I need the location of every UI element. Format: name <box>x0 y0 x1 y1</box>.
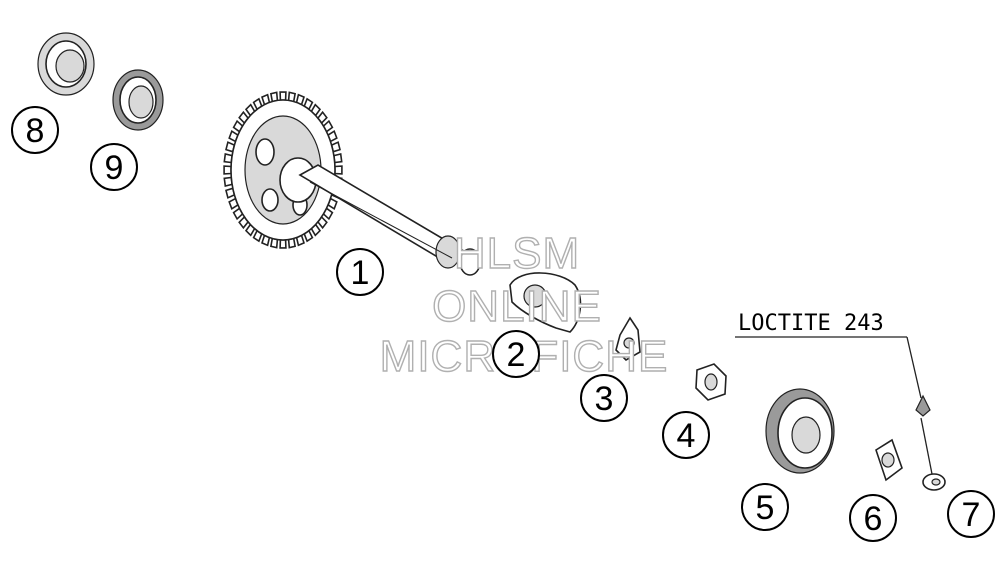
callout-1-label: 1 <box>351 254 370 292</box>
callout-1[interactable]: 1 <box>336 248 384 296</box>
watermark-line-2: ONLINE <box>432 282 602 331</box>
callout-6[interactable]: 6 <box>849 494 897 542</box>
callout-7-label: 7 <box>962 496 981 534</box>
callout-6-label: 6 <box>864 500 883 538</box>
callout-4-label: 4 <box>677 417 696 455</box>
part-1-gear-shaft <box>223 91 481 276</box>
callout-5[interactable]: 5 <box>741 483 789 531</box>
callout-3[interactable]: 3 <box>580 374 628 422</box>
part-5-ball-bearing <box>765 388 835 474</box>
callout-5-label: 5 <box>756 489 775 527</box>
callout-9-label: 9 <box>105 149 124 187</box>
part-4-hex-nut <box>695 363 727 401</box>
gear-tooth <box>279 239 287 249</box>
gear-tooth <box>334 165 343 175</box>
part-8-bearing-sleeve <box>37 32 95 96</box>
callout-2-label: 2 <box>507 336 526 374</box>
watermark-line-1: HLSM <box>454 229 580 278</box>
part-3-lock-plate <box>615 316 641 361</box>
callout-8-label: 8 <box>26 112 45 150</box>
callout-4[interactable]: 4 <box>662 411 710 459</box>
note-leader <box>735 336 933 475</box>
callout-2[interactable]: 2 <box>492 330 540 378</box>
callout-3-label: 3 <box>595 380 614 418</box>
part-2-sector-gear <box>509 272 582 333</box>
loctite-note: LOCTITE 243 <box>738 311 884 336</box>
gear-tooth <box>223 165 232 175</box>
gear-tooth <box>279 91 287 101</box>
part-9-shaft-seal <box>112 69 164 131</box>
callout-7[interactable]: 7 <box>947 490 995 538</box>
callout-9[interactable]: 9 <box>90 143 138 191</box>
callout-8[interactable]: 8 <box>11 106 59 154</box>
part-6-retaining-plate <box>875 438 903 482</box>
part-7-screw <box>915 394 946 491</box>
